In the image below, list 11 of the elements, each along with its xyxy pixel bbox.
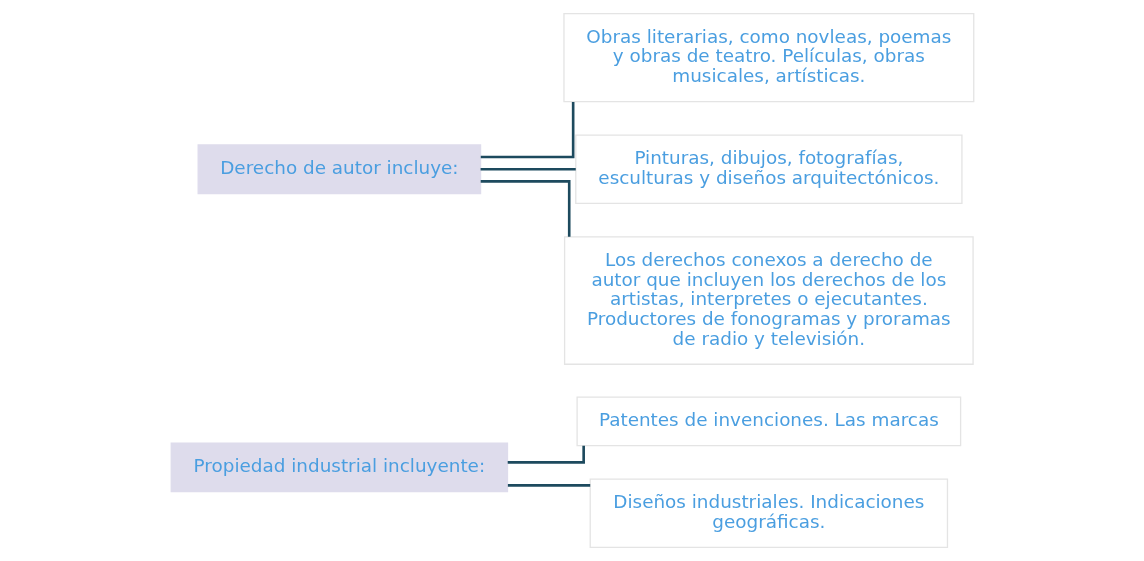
node-box: Diseños industriales. Indicaciones geográficas. bbox=[589, 478, 948, 549]
node-box: Patentes de invenciones. Las marcas bbox=[575, 396, 961, 447]
node-box: Propiedad industrial incluyente: bbox=[170, 442, 508, 493]
connector bbox=[480, 167, 576, 171]
node-box: Derecho de autor incluye: bbox=[197, 144, 481, 195]
node-box: Los derechos conexos a derecho de autor que incluyen los derechos de los artistas, interpretes o ejecutantes. Productores de fonogramas y proramas de radio y televisión. bbox=[563, 236, 974, 365]
connector bbox=[507, 484, 590, 487]
node-box: Obras literarias, como novleas, poemas y obras de teatro. Películas, obras musicales, artísticas. bbox=[562, 12, 974, 103]
connector bbox=[480, 180, 571, 237]
connector bbox=[480, 102, 574, 159]
node-box: Pinturas, dibujos, fotografías, esculturas y diseños arquitectónicos. bbox=[574, 134, 963, 204]
